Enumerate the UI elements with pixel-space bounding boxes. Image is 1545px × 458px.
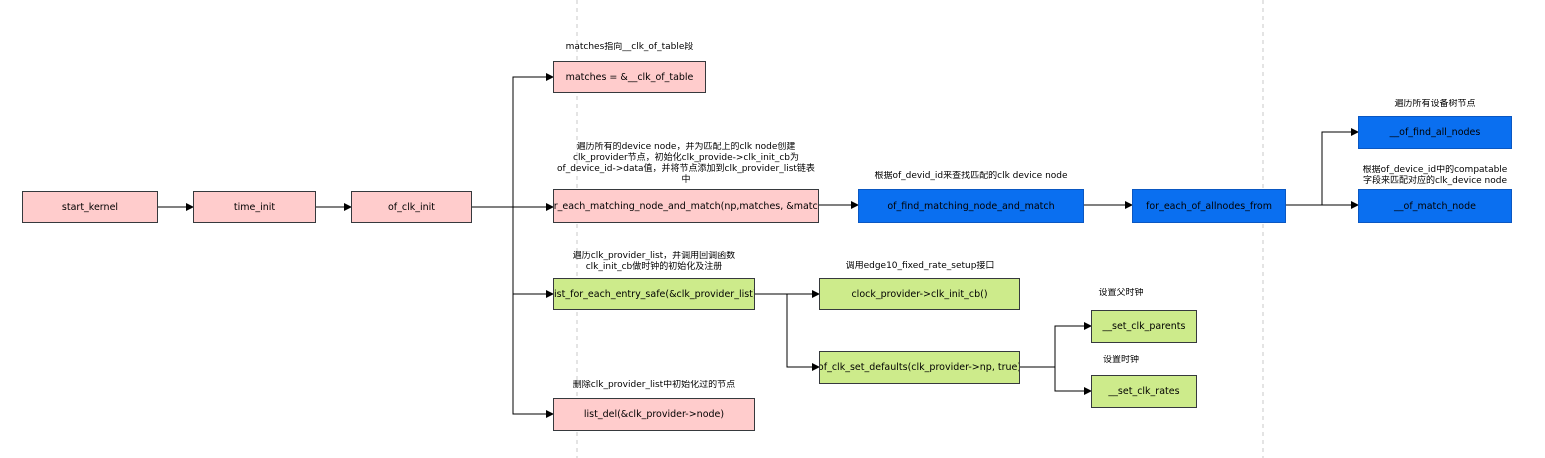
node-of-find-matching[interactable]: of_find_matching_node_and_match xyxy=(858,189,1084,223)
note-for-each-matching: 遍历所有的device node，并为匹配上的clk node创建 clk_pr… xyxy=(557,142,815,185)
node-set-clk-parents-label: __set_clk_parents xyxy=(1102,321,1186,332)
node-of-clk-set-defaults-label: of_clk_set_defaults(clk_provider->np, tr… xyxy=(819,362,1020,373)
node-start-kernel[interactable]: start_kernel xyxy=(22,191,158,223)
note-list-for-each: 遍历clk_provider_list，并调用回调函数 clk_init_cb做… xyxy=(572,251,736,272)
note-set-clk-rates: 设置时钟 xyxy=(1102,355,1139,365)
node-for-each-of-allnodes-label: for_each_of_allnodes_from xyxy=(1146,200,1272,212)
node-list-del[interactable]: list_del(&clk_provider->node) xyxy=(553,398,755,431)
node-set-clk-parents[interactable]: __set_clk_parents xyxy=(1091,310,1197,343)
node-time-init[interactable]: time_init xyxy=(193,191,316,223)
node-of-find-matching-label: of_find_matching_node_and_match xyxy=(887,200,1055,212)
note-of-match-node: 根据of_device_id中的compatable 字段来匹配对应的clk_d… xyxy=(1362,165,1508,186)
node-list-del-label: list_del(&clk_provider->node) xyxy=(583,409,725,420)
node-of-clk-init-label: of_clk_init xyxy=(387,201,436,213)
node-time-init-label: time_init xyxy=(233,201,276,213)
note-set-clk-parents: 设置父时钟 xyxy=(1098,288,1144,298)
node-for-each-matching-label: for_each_matching_node_and_match(np,matc… xyxy=(553,200,819,212)
note-of-find-matching: 根据of_devid_id来查找匹配的clk device node xyxy=(874,171,1068,181)
note-matches: matches指向__clk_of_table段 xyxy=(565,42,694,52)
edge-of-clk-set-defaults-to-set-clk-rates xyxy=(1020,366,1092,395)
edge-of-clk-init-to-list-del xyxy=(472,206,554,418)
node-list-for-each[interactable]: list_for_each_entry_safe(&clk_provider_l… xyxy=(553,278,755,310)
node-for-each-of-allnodes[interactable]: for_each_of_allnodes_from xyxy=(1132,189,1286,223)
note-list-del: 删除clk_provider_list中初始化过的节点 xyxy=(572,380,736,390)
edge-list-for-each-to-of-clk-set-defaults xyxy=(755,293,820,371)
node-set-clk-rates[interactable]: __set_clk_rates xyxy=(1091,375,1197,408)
note-of-find-all-nodes: 遍历所有设备树节点 xyxy=(1394,99,1476,109)
node-matches-label: matches = &__clk_of_table xyxy=(565,71,694,83)
node-list-for-each-label: list_for_each_entry_safe(&clk_provider_l… xyxy=(553,288,755,300)
node-start-kernel-label: start_kernel xyxy=(61,201,119,213)
note-clk-init-cb: 调用edge10_fixed_rate_setup接口 xyxy=(845,261,995,271)
node-set-clk-rates-label: __set_clk_rates xyxy=(1108,386,1180,397)
node-matches[interactable]: matches = &__clk_of_table xyxy=(553,61,706,93)
node-of-find-all-nodes-label: __of_find_all_nodes xyxy=(1389,127,1481,138)
node-clk-init-cb[interactable]: clock_provider->clk_init_cb() xyxy=(819,278,1020,310)
node-of-find-all-nodes[interactable]: __of_find_all_nodes xyxy=(1358,116,1512,149)
node-for-each-matching[interactable]: for_each_matching_node_and_match(np,matc… xyxy=(553,189,819,223)
node-of-clk-set-defaults[interactable]: of_clk_set_defaults(clk_provider->np, tr… xyxy=(819,351,1020,384)
node-clk-init-cb-label: clock_provider->clk_init_cb() xyxy=(851,288,988,300)
node-of-match-node-label: __of_match_node xyxy=(1394,200,1476,212)
node-of-clk-init[interactable]: of_clk_init xyxy=(351,191,472,223)
node-of-match-node[interactable]: __of_match_node xyxy=(1358,189,1512,223)
